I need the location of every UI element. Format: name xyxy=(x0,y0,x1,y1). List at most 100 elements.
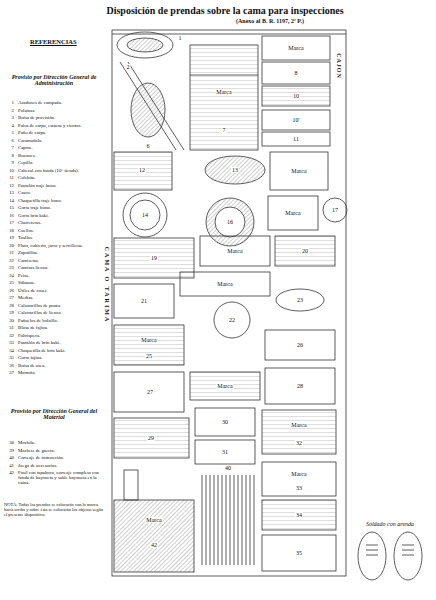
callout-number: 33 xyxy=(295,485,303,491)
reference-text: Caramañola. xyxy=(18,138,42,143)
reference-text: Pañuelos de bolsillo. xyxy=(18,318,58,323)
callout-number: 20 xyxy=(301,248,309,254)
mark-label: Marca xyxy=(216,281,233,287)
reference-text: Bolsa de aseo. xyxy=(18,363,46,368)
reference-number: 16 xyxy=(0,213,14,218)
callout-number: 29 xyxy=(147,435,155,441)
bed-label: CAMA O TARIMA xyxy=(104,247,110,323)
reference-text: Sábanas. xyxy=(18,280,35,285)
reference-number: 1 xyxy=(0,100,14,105)
reference-number: 39 xyxy=(0,448,14,453)
callout-number: 21 xyxy=(140,298,148,304)
reference-text: Plato, cubierto, jarro y servilletas. xyxy=(18,243,83,248)
reference-number: 29 xyxy=(0,310,14,315)
callout-number: 17 xyxy=(331,207,339,213)
callout-number: 23 xyxy=(296,297,304,303)
reference-number: 11 xyxy=(0,175,14,180)
reference-number: 32 xyxy=(0,333,14,338)
reference-number: 19 xyxy=(0,235,14,240)
reference-text: Blusa de fajina. xyxy=(18,325,48,330)
reference-text: Camisetas. xyxy=(18,258,39,263)
callout-number: 26 xyxy=(296,342,304,348)
reference-text: Colchón. xyxy=(18,175,35,180)
reference-number: 33 xyxy=(0,340,14,345)
mark-label: Marca xyxy=(215,89,232,95)
reference-number: 31 xyxy=(0,325,14,330)
section-heading: REFERENCIAS xyxy=(30,38,77,45)
reference-text: Fusil con tapaboca, correaje completo co… xyxy=(18,470,100,485)
mark-label: Marca xyxy=(216,383,233,389)
callout-number: 10' xyxy=(291,117,300,123)
reference-text: Cuellos. xyxy=(18,228,34,233)
callout-number: 22 xyxy=(228,317,236,323)
reference-number: 4 xyxy=(0,123,14,128)
reference-number: 28 xyxy=(0,303,14,308)
callout-number: 14 xyxy=(141,212,149,218)
reference-text: Camisas lienzo. xyxy=(18,265,48,270)
callout-number: 25 xyxy=(145,353,153,359)
reference-number: 34 xyxy=(0,348,14,353)
callout-number: 13 xyxy=(231,167,239,173)
callout-number: 6 xyxy=(146,143,151,149)
reference-text: Faltriquera. xyxy=(18,333,40,338)
reference-number: 36 xyxy=(0,363,14,368)
reference-text: Paño de carpa. xyxy=(18,130,46,135)
reference-text: Buzones. xyxy=(18,153,36,158)
reference-text: Palos de carpa, estacas y vientos. xyxy=(18,123,82,128)
callout-number: 27 xyxy=(146,389,154,395)
callout-number: 35 xyxy=(295,550,303,556)
callout-number: 30 xyxy=(221,419,229,425)
reference-text: Machete de guerra. xyxy=(18,448,100,453)
reference-number: 6 xyxy=(0,138,14,143)
reference-number: 21 xyxy=(0,250,14,255)
reference-number: 14 xyxy=(0,198,14,203)
reference-number: 18 xyxy=(0,228,14,233)
reference-text: Charreteras. xyxy=(18,220,41,225)
mark-label: Marca xyxy=(290,422,307,428)
figure-caption: Soldado con arenda xyxy=(366,521,414,527)
reference-number: 13 xyxy=(0,190,14,195)
reference-text: Medias. xyxy=(18,295,33,300)
reference-text: Cabezal con funda (10° tienda). xyxy=(18,168,79,173)
reference-number: 12 xyxy=(0,183,14,188)
reference-number: 15 xyxy=(0,205,14,210)
reference-number: 38 xyxy=(0,440,14,445)
reference-number: 23 xyxy=(0,265,14,270)
reference-number: 9 xyxy=(0,160,14,165)
reference-text: Calzoncillos de lienzo. xyxy=(18,310,62,315)
callout-number: 12 xyxy=(138,167,146,173)
reference-text: Mochila. xyxy=(18,440,100,445)
supplier-heading: Provisto por Dirección General de Admini… xyxy=(4,74,104,86)
reference-text: Gorra traje bono. xyxy=(18,205,51,210)
mark-label: Marca xyxy=(226,248,243,254)
reference-text: Cepillo. xyxy=(18,160,33,165)
reference-number: 5 xyxy=(0,130,14,135)
callout-number: 28 xyxy=(296,383,304,389)
reference-text: Azadones de campaña. xyxy=(18,100,62,105)
reference-text: Correaje de instrucción. xyxy=(18,455,100,460)
reference-text: Chaquetilla de brin kaki. xyxy=(18,348,65,353)
reference-text: Gorra fajina. xyxy=(18,355,43,360)
drawer-label: CAJON xyxy=(336,53,342,79)
reference-text: Juego de accesorios. xyxy=(18,463,100,468)
supplier-heading: Provisto por Dirección General del Mater… xyxy=(4,408,104,420)
annex-reference: (Anexo al B. R. 1197, 2ª P.) xyxy=(236,18,304,24)
reference-number: 27 xyxy=(0,295,14,300)
callout-number: 11 xyxy=(292,136,300,142)
reference-text: Pantalón traje bono. xyxy=(18,183,57,188)
reference-number: 26 xyxy=(0,288,14,293)
reference-number: 3 xyxy=(0,115,14,120)
reference-text: Peine. xyxy=(18,273,30,278)
callout-number: 31 xyxy=(221,449,229,455)
callout-number: 19 xyxy=(150,255,158,261)
callout-number: 8 xyxy=(294,70,299,76)
reference-text: Útiles de coser. xyxy=(18,288,47,293)
callout-number: 32 xyxy=(295,440,303,446)
reference-number: 40 xyxy=(0,455,14,460)
reference-text: Gorra brin kaki. xyxy=(18,213,49,218)
reference-number: 41 xyxy=(0,463,14,468)
reference-text: Zapatillas. xyxy=(18,250,38,255)
reference-text: Toallas. xyxy=(18,235,33,240)
mark-label: Marca xyxy=(145,517,162,523)
callout-number: 34 xyxy=(295,512,303,518)
